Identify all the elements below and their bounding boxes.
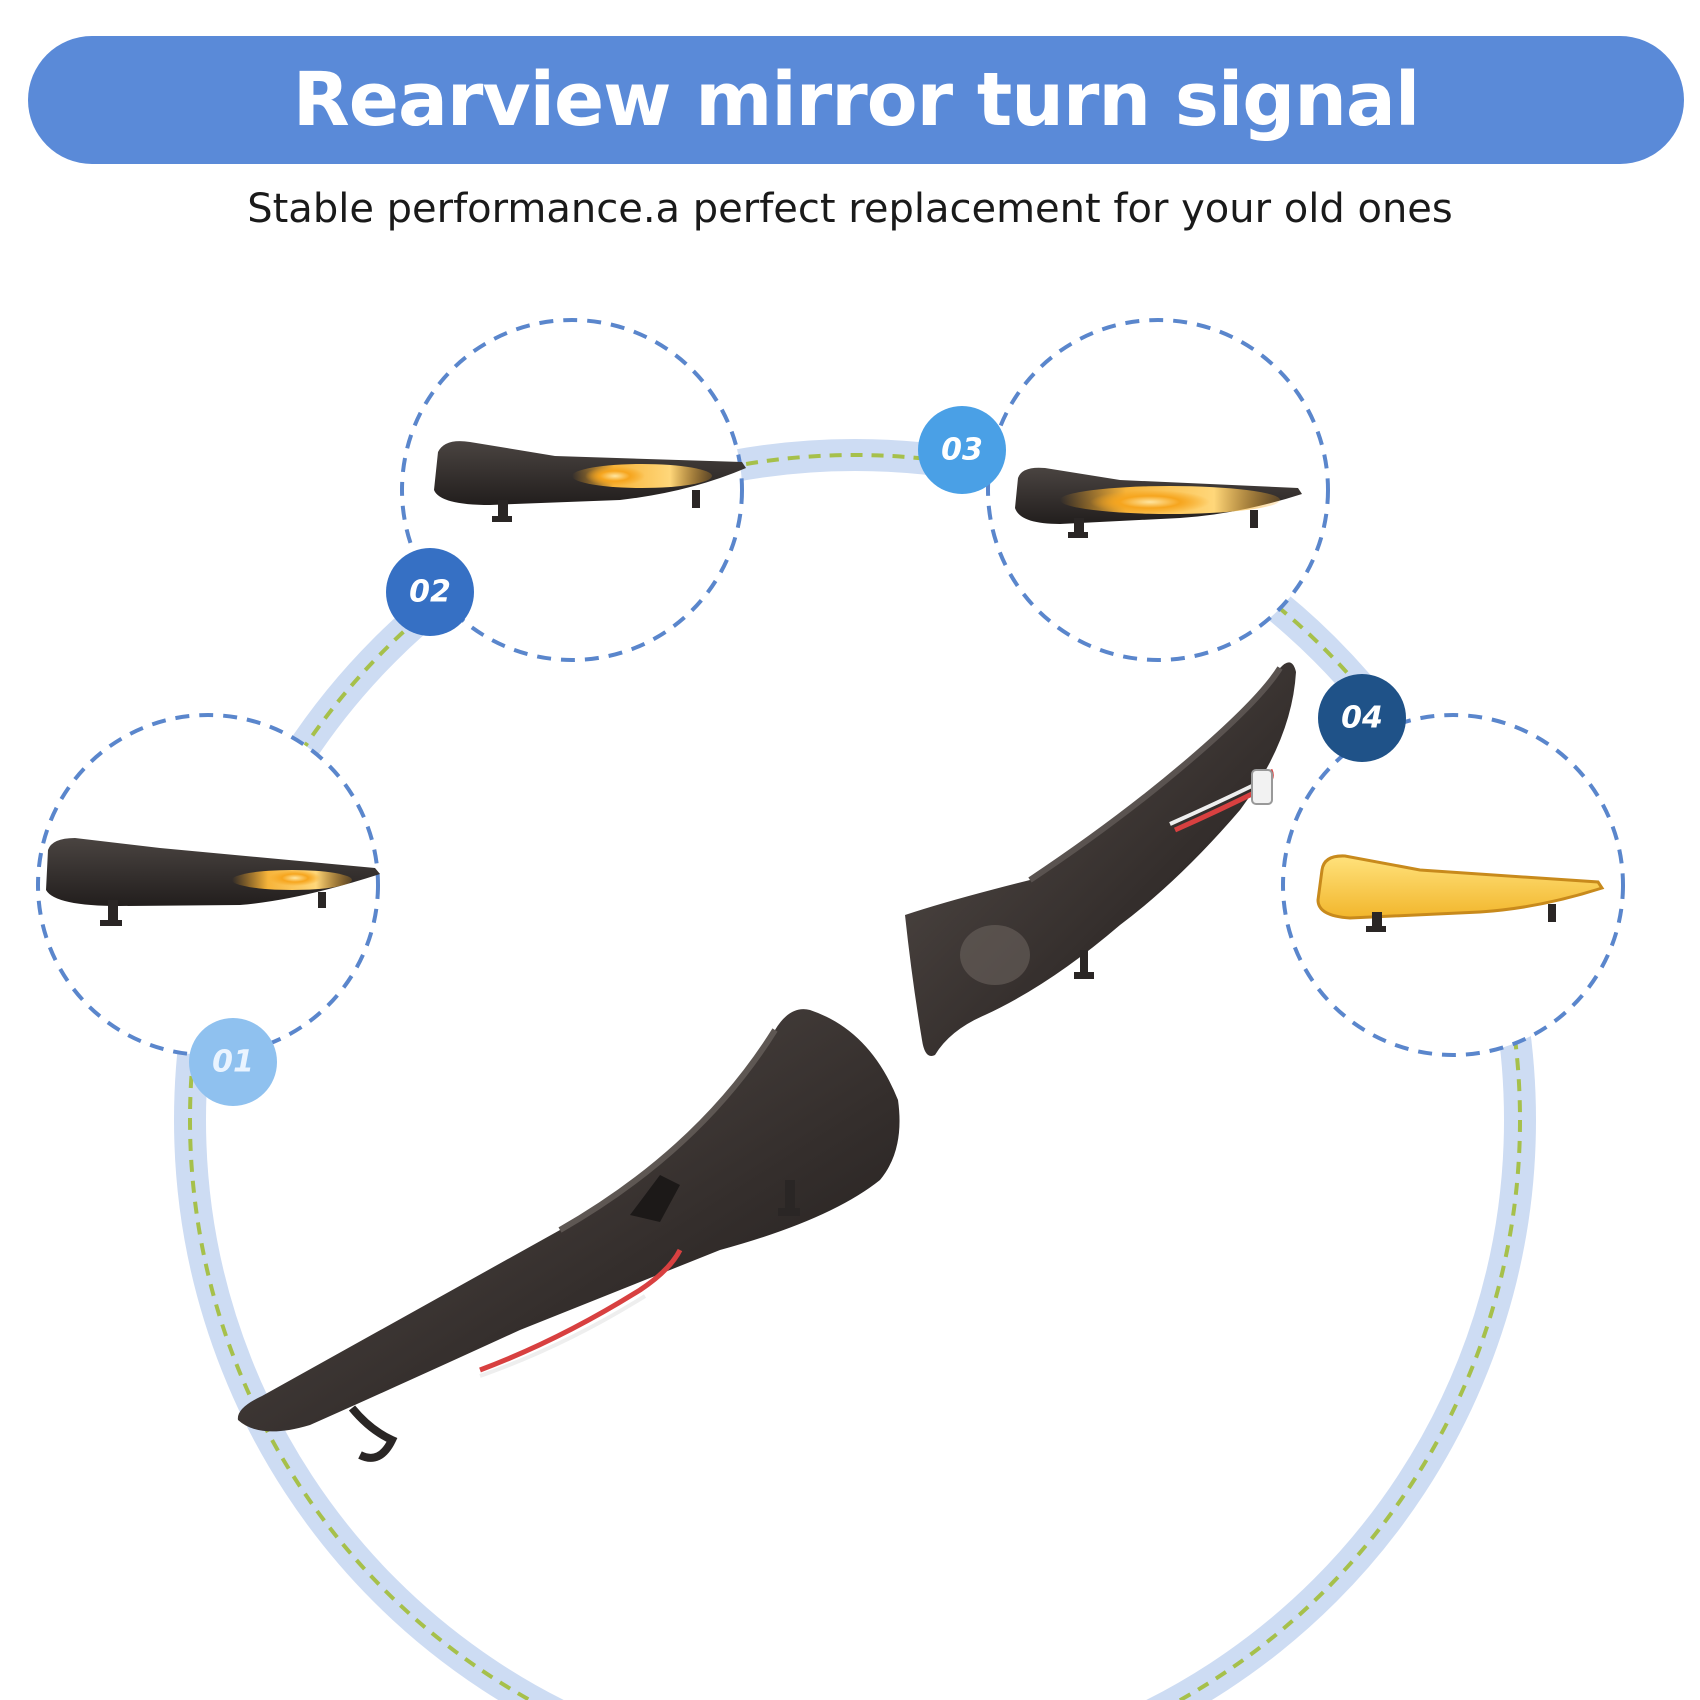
zoom-circle-step-4 — [1281, 713, 1625, 1057]
zoom-circle-step-3 — [986, 318, 1330, 662]
mirror-signal-thumbnail-4 — [1316, 854, 1605, 932]
page-subtitle: Stable performance.a perfect replacement… — [247, 186, 1453, 232]
step-badge-1: 01 — [189, 1018, 277, 1106]
title-banner: Rearview mirror turn signal — [28, 36, 1684, 164]
zoom-circle-step-2 — [400, 318, 746, 662]
step-number-4: 04 — [1341, 701, 1383, 736]
step-number-1: 01 — [212, 1045, 254, 1080]
mirror-signal-lens-left — [237, 1009, 900, 1462]
mirror-signal-thumbnail-2 — [434, 441, 746, 522]
mirror-signal-thumbnail-3 — [1015, 467, 1302, 538]
step-badge-2: 02 — [386, 548, 474, 636]
step-badge-4: 04 — [1318, 674, 1406, 762]
mirror-signal-lens-right — [905, 662, 1296, 1056]
step-number-3: 03 — [941, 433, 983, 468]
page-title: Rearview mirror turn signal — [292, 57, 1420, 143]
step-badge-3: 03 — [918, 406, 1006, 494]
step-number-2: 02 — [409, 575, 451, 610]
zoom-circle-step-1 — [36, 713, 380, 1057]
progress-ring — [174, 439, 1536, 1700]
mirror-signal-thumbnail-1 — [46, 838, 380, 926]
